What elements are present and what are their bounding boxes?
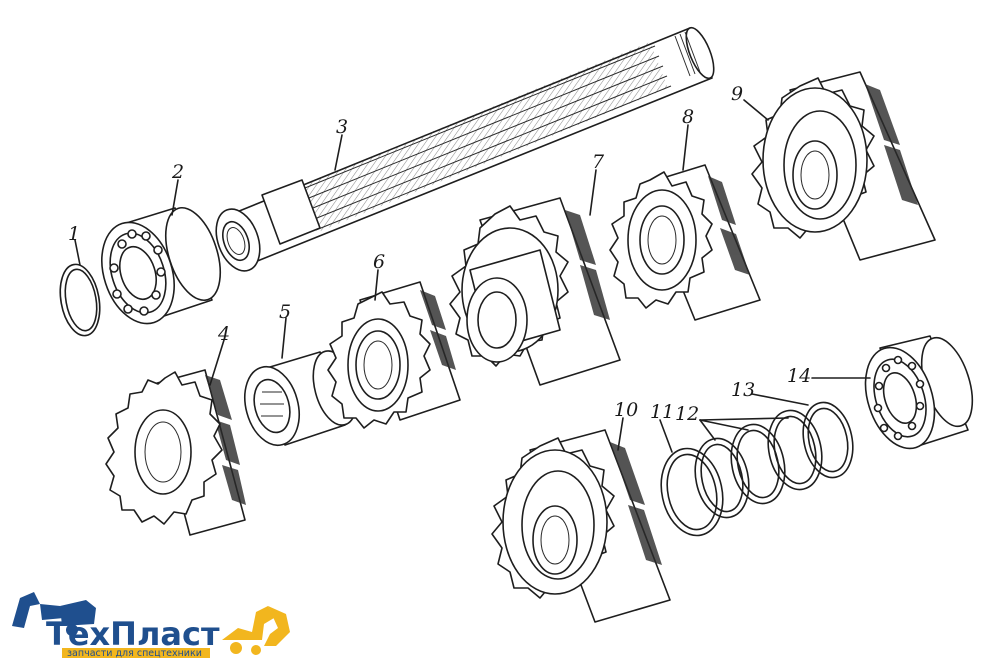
snap-ring-part-1 (59, 263, 101, 337)
part-label-14: 14 (787, 365, 811, 387)
part-label-11: 11 (650, 401, 674, 423)
part-label-4: 4 (217, 323, 230, 345)
part-label-12: 12 (675, 403, 699, 425)
brand-name: ТехПласт (46, 615, 220, 653)
ring-part-13 (802, 401, 854, 479)
brand-logo: ТехПласт запчасти для спецтехники (12, 592, 290, 659)
bearing-part-14 (864, 335, 974, 450)
part-label-5: 5 (279, 301, 291, 323)
part-number-labels: 1 2 3 4 5 6 7 8 9 10 11 12 13 14 (68, 83, 811, 425)
bearing-part-2 (101, 206, 222, 325)
part-label-13: 13 (731, 379, 755, 401)
part-label-8: 8 (682, 106, 694, 128)
ring-part-11 (660, 447, 724, 537)
excavator-arm (12, 592, 40, 628)
brand-tagline: запчасти для спецтехники (67, 648, 202, 659)
part-label-3: 3 (336, 116, 348, 138)
gear-part-4 (105, 369, 246, 536)
part-label-2: 2 (171, 161, 184, 183)
part-label-7: 7 (592, 151, 605, 173)
shaft-part-3 (215, 26, 715, 272)
part-label-6: 6 (373, 251, 385, 273)
gear-part-7 (449, 197, 621, 386)
excavator-icon (12, 592, 96, 636)
part-label-9: 9 (731, 83, 743, 105)
gear-part-6 (327, 281, 461, 429)
part-label-10: 10 (614, 399, 638, 421)
rings-part-12 (694, 409, 823, 519)
gear-part-9 (751, 71, 936, 261)
gear-part-10 (491, 429, 671, 623)
part-label-1: 1 (68, 223, 80, 245)
leader-lines (74, 99, 871, 453)
gear-part-8 (609, 164, 761, 321)
tagline-bar (62, 648, 210, 658)
loader-icon (222, 606, 290, 655)
